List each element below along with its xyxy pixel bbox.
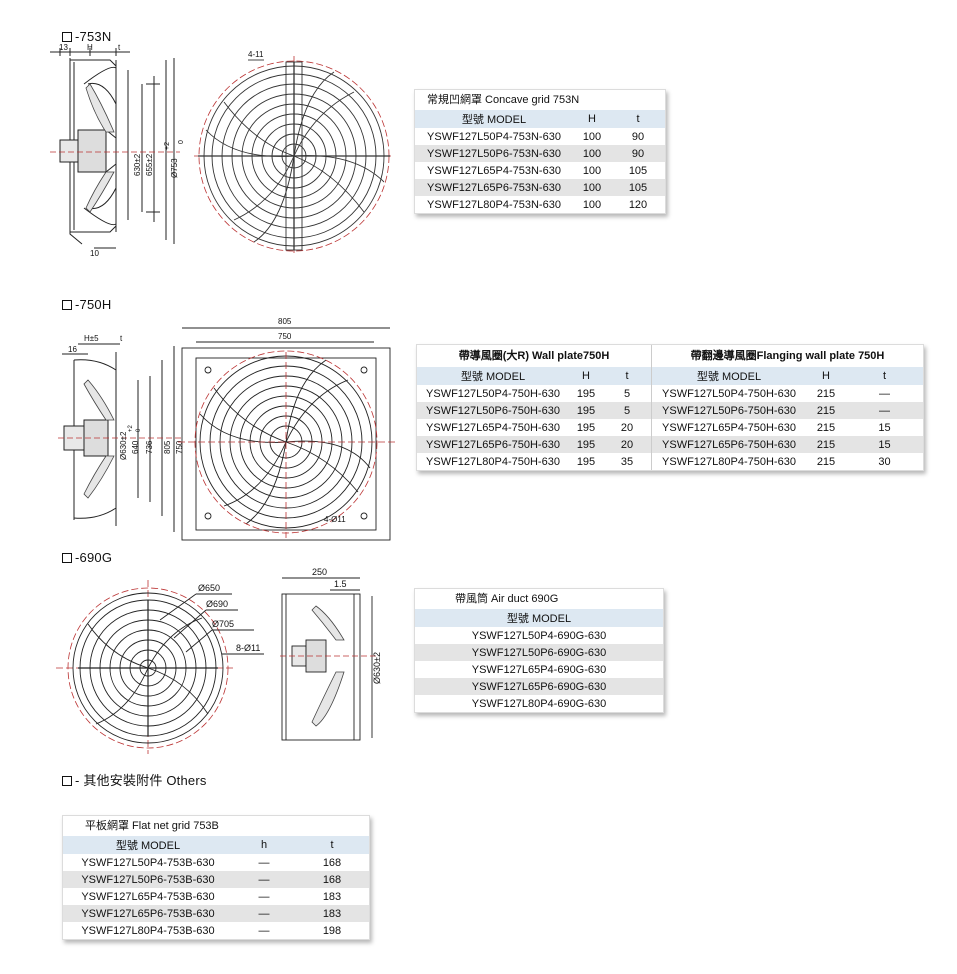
table-caption-right: 帶翻邊導風圈Flanging wall plate 750H	[690, 350, 885, 362]
dim-10: 10	[90, 249, 99, 258]
dim-655: 655±2	[145, 153, 154, 176]
col-model: 型號 MODEL	[415, 609, 663, 627]
col-h: h	[233, 836, 295, 854]
table-caption-left: 帶導風圈(大R) Wall plate750H	[417, 345, 652, 367]
section-title-others: - 其他安裝附件 Others	[62, 770, 207, 789]
dim-630: Ø630±2	[119, 431, 128, 460]
table-row: YSWF127L65P6-753B-630—183	[63, 905, 369, 922]
drawing-753n-front: 4-11	[194, 50, 394, 256]
square-icon	[62, 32, 72, 42]
col-t: t	[603, 367, 652, 385]
dim-tol0: 0	[136, 428, 142, 432]
square-icon	[62, 300, 72, 310]
dim-250: 250	[312, 567, 327, 577]
dim-805v: 805	[163, 440, 172, 454]
section-title-753n: -753N	[62, 29, 111, 44]
dim-705: Ø705	[212, 619, 234, 629]
col-model-2: 型號 MODEL	[651, 367, 806, 385]
table-750h: 帶導風圈(大R) Wall plate750H 帶翻邊導風圈Flanging w…	[416, 344, 924, 471]
table-caption: 常規凹網罩 Concave grid 753N	[427, 94, 580, 106]
table-row: YSWF127L50P6-753B-630—168	[63, 871, 369, 888]
dim-t: t	[118, 43, 121, 52]
square-icon	[62, 553, 72, 563]
dim-736: 736	[145, 440, 154, 454]
dim-bolt-690g: 8-Ø11	[236, 643, 260, 653]
dim-690: Ø690	[206, 599, 228, 609]
drawing-753n-side: 13 H t 10 630±2 655±2 Ø753 +2 0	[50, 43, 185, 258]
col-model: 型號 MODEL	[415, 110, 573, 128]
drawing-750h-side: H±5 t 16 Ø630±2 640 +2 0 736 805 750	[58, 334, 184, 532]
col-t-2: t	[846, 367, 923, 385]
drawing-690g-side: 250 1.5 Ø630±2	[280, 567, 382, 741]
dim-640: 640	[131, 440, 140, 454]
dim-bolt-753n: 4-11	[248, 50, 264, 59]
dim-753: Ø753	[170, 158, 179, 178]
drawing-690g-front: Ø650 Ø690 Ø705 8-Ø11	[56, 580, 264, 754]
col-t: t	[611, 110, 665, 128]
square-icon	[62, 776, 72, 786]
dim-16: 16	[68, 345, 77, 354]
dim-bolt-750h: 4-Ø11	[324, 515, 346, 524]
dim-13: 13	[59, 43, 68, 52]
dim-h5: H±5	[84, 334, 99, 343]
table-row: YSWF127L65P4-690G-630	[471, 663, 607, 676]
dim-650: Ø650	[198, 583, 220, 593]
table-row: YSWF127L80P4-753B-630—198	[81, 924, 342, 937]
table-row: YSWF127L50P6-690G-630	[415, 644, 663, 661]
table-row: YSWF127L80P4-690G-630	[471, 697, 607, 710]
table-caption: 帶風筒 Air duct 690G	[455, 593, 559, 605]
col-h: H	[569, 367, 603, 385]
table-row: YSWF127L65P4-753B-630—183	[81, 890, 342, 903]
col-model: 型號 MODEL	[63, 836, 233, 854]
col-t: t	[295, 836, 369, 854]
dim-t: t	[120, 334, 123, 343]
dim-805h: 805	[278, 317, 292, 326]
table-row: YSWF127L65P6-690G-630	[415, 678, 663, 695]
drawing-750h-front: 805 750 4-Ø11	[178, 317, 396, 541]
table-row: YSWF127L50P4-753B-630—168	[81, 856, 342, 869]
table-753b: 平板網罩 Flat net grid 753B 型號 MODEL h t YSW…	[62, 815, 370, 940]
dim-750h: 750	[278, 332, 292, 341]
table-690g: 帶風筒 Air duct 690G 型號 MODEL YSWF127L50P4-…	[414, 588, 664, 713]
dim-tol0: 0	[178, 140, 185, 144]
section-title-690g: -690G	[62, 550, 112, 565]
dim-h: H	[87, 43, 93, 52]
dim-630: Ø630±2	[372, 652, 382, 684]
col-model: 型號 MODEL	[417, 367, 569, 385]
dim-15: 1.5	[334, 579, 347, 589]
table-caption: 平板網罩 Flat net grid 753B	[85, 820, 219, 832]
dim-630: 630±2	[133, 153, 142, 176]
section-title-750h: -750H	[62, 297, 111, 312]
col-h: H	[573, 110, 611, 128]
dim-750v: 750	[175, 440, 184, 454]
col-h-2: H	[806, 367, 846, 385]
dim-tol: +2	[128, 424, 134, 432]
table-753n: 常規凹網罩 Concave grid 753N 型號 MODEL H t YSW…	[414, 89, 666, 214]
dim-tol: +2	[164, 142, 171, 150]
table-row: YSWF127L50P4-690G-630	[471, 629, 607, 642]
